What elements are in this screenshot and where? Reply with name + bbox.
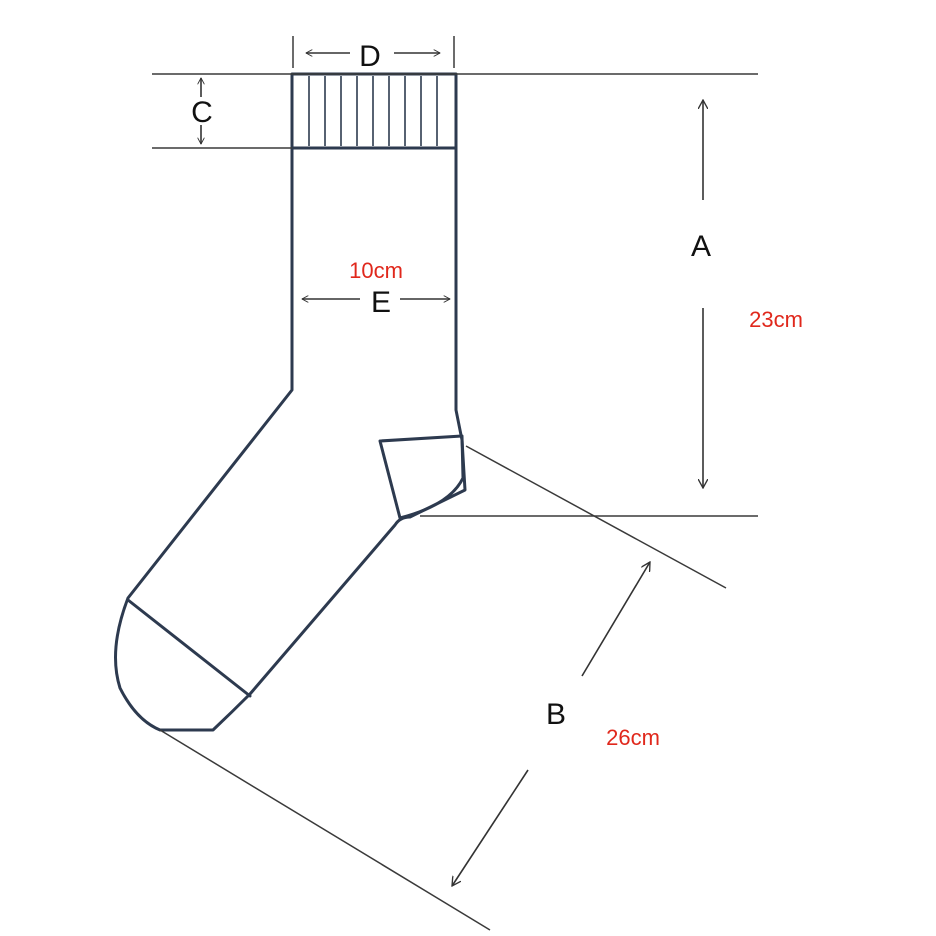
- label-a: A: [691, 230, 711, 263]
- label-b: B: [546, 698, 566, 731]
- sock-outline: [114, 72, 467, 732]
- guide-lines: [152, 36, 758, 931]
- b-arrow-up: [581, 562, 650, 677]
- b-arrow-down: [452, 769, 529, 886]
- label-c: C: [191, 96, 213, 129]
- heel-patch: [378, 434, 465, 520]
- toe-line: [126, 598, 252, 698]
- label-e: E: [371, 286, 391, 319]
- measurement-a: 23cm: [749, 307, 803, 332]
- dimension-arrows: [201, 53, 703, 886]
- cuff-ribbing: [308, 76, 438, 146]
- label-d: D: [359, 40, 381, 73]
- measurement-b: 26cm: [606, 725, 660, 750]
- measurement-e: 10cm: [349, 258, 403, 283]
- b-guide-upper: [465, 445, 727, 589]
- b-guide-lower: [159, 729, 491, 931]
